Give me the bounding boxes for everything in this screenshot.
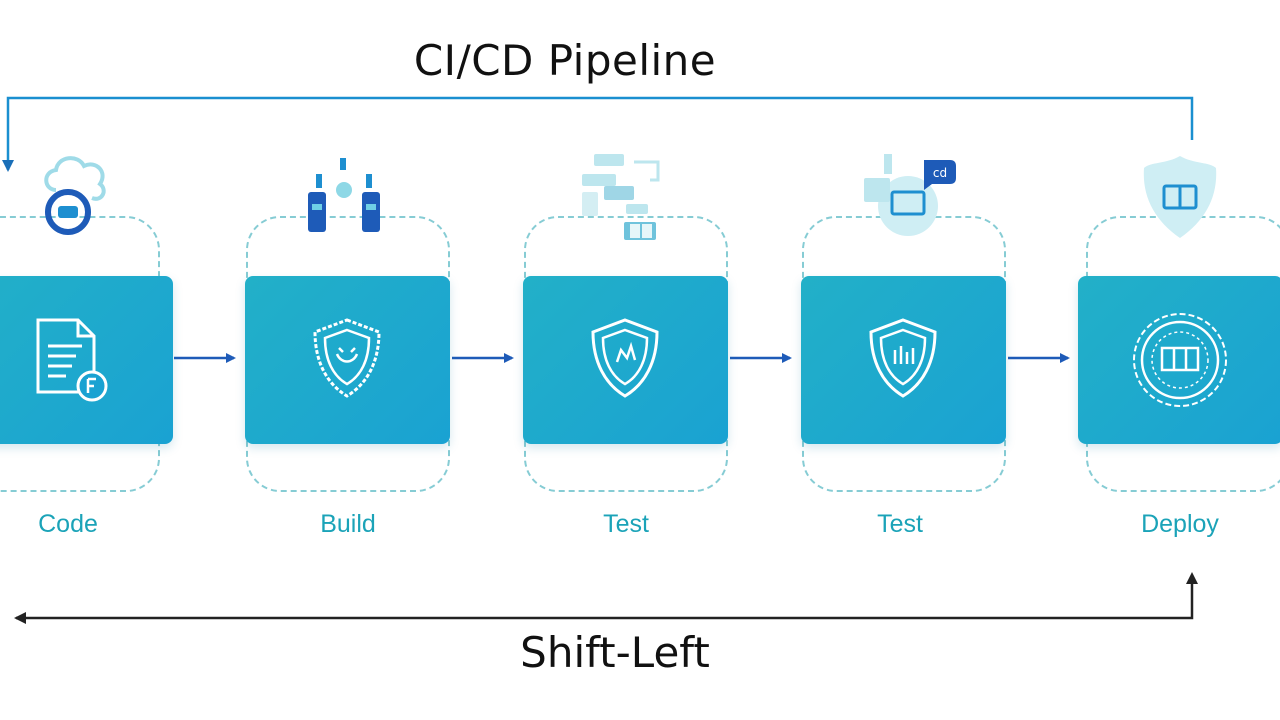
target-icon bbox=[1133, 313, 1227, 407]
top-feedback-loop bbox=[2, 96, 1194, 172]
badge-shield-icon bbox=[1140, 154, 1220, 244]
shield-icon bbox=[313, 318, 381, 398]
stage-label-build: Build bbox=[320, 510, 376, 538]
stage-card-test-1[interactable] bbox=[523, 276, 728, 444]
stage-card-deploy[interactable] bbox=[1078, 276, 1280, 444]
shield-icon bbox=[591, 318, 659, 398]
chat-monitor-icon: cd bbox=[858, 150, 958, 244]
stage-label-test-2: Test bbox=[877, 510, 923, 538]
shield-icon bbox=[869, 318, 937, 398]
stage-card-build[interactable] bbox=[245, 276, 450, 444]
svg-text:cd: cd bbox=[933, 166, 947, 180]
shift-left-arrowhead-up bbox=[1186, 572, 1198, 584]
stage-label-test-1: Test bbox=[603, 510, 649, 538]
stage-label-deploy: Deploy bbox=[1141, 510, 1219, 538]
shift-left-arrow bbox=[14, 576, 1194, 624]
connectors-icon bbox=[304, 156, 384, 242]
cloud-link-icon bbox=[38, 150, 118, 244]
diagram-title: CI/CD Pipeline bbox=[413, 36, 717, 85]
stage-card-code[interactable] bbox=[0, 276, 173, 444]
dashboard-icon bbox=[580, 152, 670, 248]
document-icon bbox=[36, 318, 108, 402]
stage-card-test-2[interactable] bbox=[801, 276, 1006, 444]
shift-left-label: Shift-Left bbox=[520, 628, 710, 677]
stage-label-code: Code bbox=[38, 510, 98, 538]
